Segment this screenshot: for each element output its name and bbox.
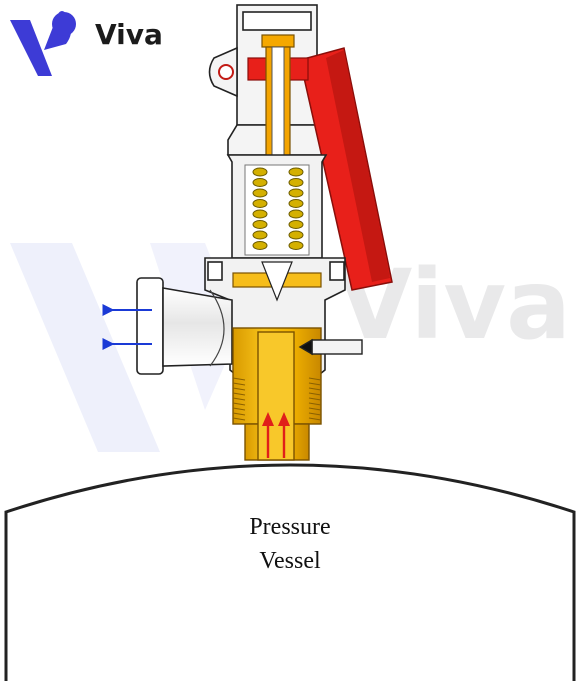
vessel-label-line2: Vessel xyxy=(259,548,321,574)
thread-line xyxy=(308,392,322,396)
spring-coil xyxy=(252,178,268,187)
thread-line xyxy=(308,402,322,406)
pressure-vessel: Pressure Vessel xyxy=(4,463,576,681)
thread-line xyxy=(308,417,322,421)
thread-line xyxy=(232,382,246,386)
spring-coil xyxy=(252,167,268,177)
thread-line xyxy=(308,412,322,416)
spring-coil xyxy=(252,188,268,198)
vessel-label-line1: Pressure xyxy=(249,514,330,540)
side-fitting xyxy=(298,338,363,356)
brand-name: Viva xyxy=(95,18,163,51)
thread-line xyxy=(308,387,322,391)
inlet-flow-arrow-icon xyxy=(262,412,290,458)
lever-pivot xyxy=(218,64,234,80)
thread-line xyxy=(232,417,246,421)
thread-line xyxy=(232,402,246,406)
thread-line xyxy=(308,407,322,411)
nozzle-threads xyxy=(232,377,322,421)
thread-line xyxy=(232,407,246,411)
lever-handle xyxy=(247,47,393,291)
spring-coil xyxy=(252,220,268,229)
spring-housing xyxy=(226,154,328,259)
viva-logo-icon xyxy=(10,11,76,76)
spring-coil xyxy=(288,209,304,219)
spring-coil xyxy=(288,167,304,177)
thread-line xyxy=(232,392,246,396)
thread-line xyxy=(308,377,322,381)
thread-line xyxy=(308,382,322,386)
spring-coil xyxy=(288,241,304,250)
thread-line xyxy=(232,387,246,391)
brand-logo: Viva xyxy=(10,11,163,76)
valve-disc xyxy=(232,261,322,302)
spring-coil xyxy=(288,220,304,229)
spring xyxy=(252,167,304,250)
valve-bonnet xyxy=(208,4,327,156)
spring-coil xyxy=(252,209,268,219)
outlet-port xyxy=(136,277,233,375)
spring-coil xyxy=(252,230,268,240)
spring-coil xyxy=(288,199,304,208)
spring-coil xyxy=(252,241,268,250)
spring-coil xyxy=(288,188,304,198)
spring-coil xyxy=(288,178,304,187)
thread-line xyxy=(232,377,246,381)
thread-line xyxy=(308,397,322,401)
outlet-flow-arrow-icon xyxy=(102,304,152,350)
watermark-logo-shape xyxy=(10,243,160,452)
thread-line xyxy=(232,412,246,416)
spring-coil xyxy=(252,199,268,208)
spring-coil xyxy=(288,230,304,240)
thread-line xyxy=(232,397,246,401)
